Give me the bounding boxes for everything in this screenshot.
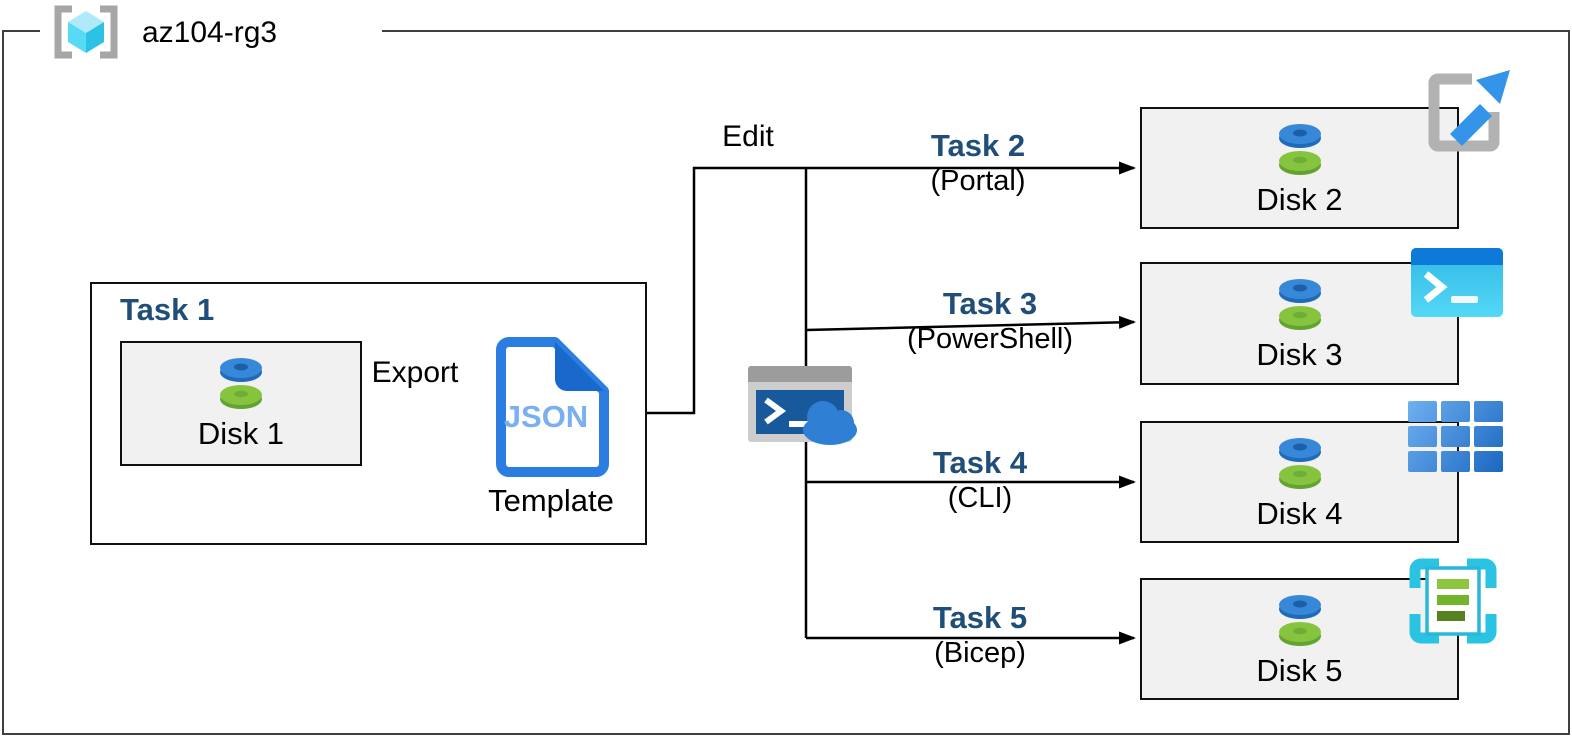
bracket-left <box>54 5 72 59</box>
arrow-shaft <box>1449 103 1493 147</box>
task4-title: Task 4 <box>932 445 1028 480</box>
task3-title: Task 3 <box>942 286 1038 321</box>
disk5-box: Disk 5 <box>1140 578 1459 700</box>
disk4-box: Disk 4 <box>1140 421 1459 543</box>
task2-method: (Portal) <box>930 164 1026 197</box>
terminal-body <box>1411 248 1503 317</box>
task4-labels: Task 4 (CLI) <box>860 445 1100 515</box>
task2-title: Task 2 <box>930 128 1026 163</box>
edit-label: Edit <box>722 120 774 153</box>
task1-title: Task 1 <box>120 292 215 327</box>
task2-labels: Task 2 (Portal) <box>858 128 1098 198</box>
powershell-icon <box>1411 248 1503 317</box>
prompt-chevron <box>1423 271 1448 303</box>
template-label: Template <box>488 483 614 518</box>
terminal-titlebar <box>1411 248 1503 265</box>
json-badge: JSON <box>504 399 588 434</box>
frame-label-gap <box>40 27 382 37</box>
folded-corner <box>555 342 604 391</box>
task3-method: (PowerShell) <box>907 322 1073 355</box>
disk3-label: Disk 3 <box>1256 337 1343 372</box>
disk5-label: Disk 5 <box>1256 653 1343 688</box>
disk2-label: Disk 2 <box>1256 182 1343 217</box>
json-template-icon: JSON <box>496 337 609 477</box>
code-bar-3 <box>1437 611 1465 621</box>
disk-icon <box>1278 438 1321 489</box>
portal-bracket <box>1428 73 1500 152</box>
grid-cells <box>1408 401 1503 472</box>
disk1-box: Disk 1 <box>120 341 362 466</box>
export-label: Export <box>371 356 459 389</box>
disk4-label: Disk 4 <box>1256 496 1343 531</box>
azure-portal-icon <box>1428 70 1510 152</box>
task3-labels: Task 3 (PowerShell) <box>870 286 1110 356</box>
task5-method: (Bicep) <box>934 636 1026 669</box>
shell-titlebar <box>748 366 852 382</box>
resource-group-icon <box>54 5 118 59</box>
disk2-box: Disk 2 <box>1140 107 1459 229</box>
disk-icon <box>1278 279 1321 330</box>
cube-left-face <box>68 22 86 53</box>
disk1-label: Disk 1 <box>197 416 285 451</box>
disk-icon <box>1278 595 1321 646</box>
resource-group-name: az104-rg3 <box>142 16 278 49</box>
disk3-box: Disk 3 <box>1140 262 1459 385</box>
disk-icon <box>1278 124 1321 175</box>
code-bar-1 <box>1437 579 1469 589</box>
arrow-head <box>1476 70 1510 104</box>
resource-group-frame <box>2 30 1570 735</box>
task5-labels: Task 5 (Bicep) <box>860 600 1100 670</box>
azure-cli-icon <box>1408 401 1503 472</box>
disk-icon <box>220 358 262 409</box>
cube-right-face <box>86 22 104 53</box>
code-bar-2 <box>1437 595 1469 605</box>
prompt-underscore <box>789 421 810 427</box>
prompt-underscore <box>1451 296 1478 303</box>
cloud-shell-icon <box>748 366 857 445</box>
task5-title: Task 5 <box>932 600 1028 635</box>
bracket-right <box>100 5 118 59</box>
bicep-template-icon <box>1409 558 1497 644</box>
task4-method: (CLI) <box>947 481 1013 514</box>
selection-brackets <box>1409 558 1497 644</box>
